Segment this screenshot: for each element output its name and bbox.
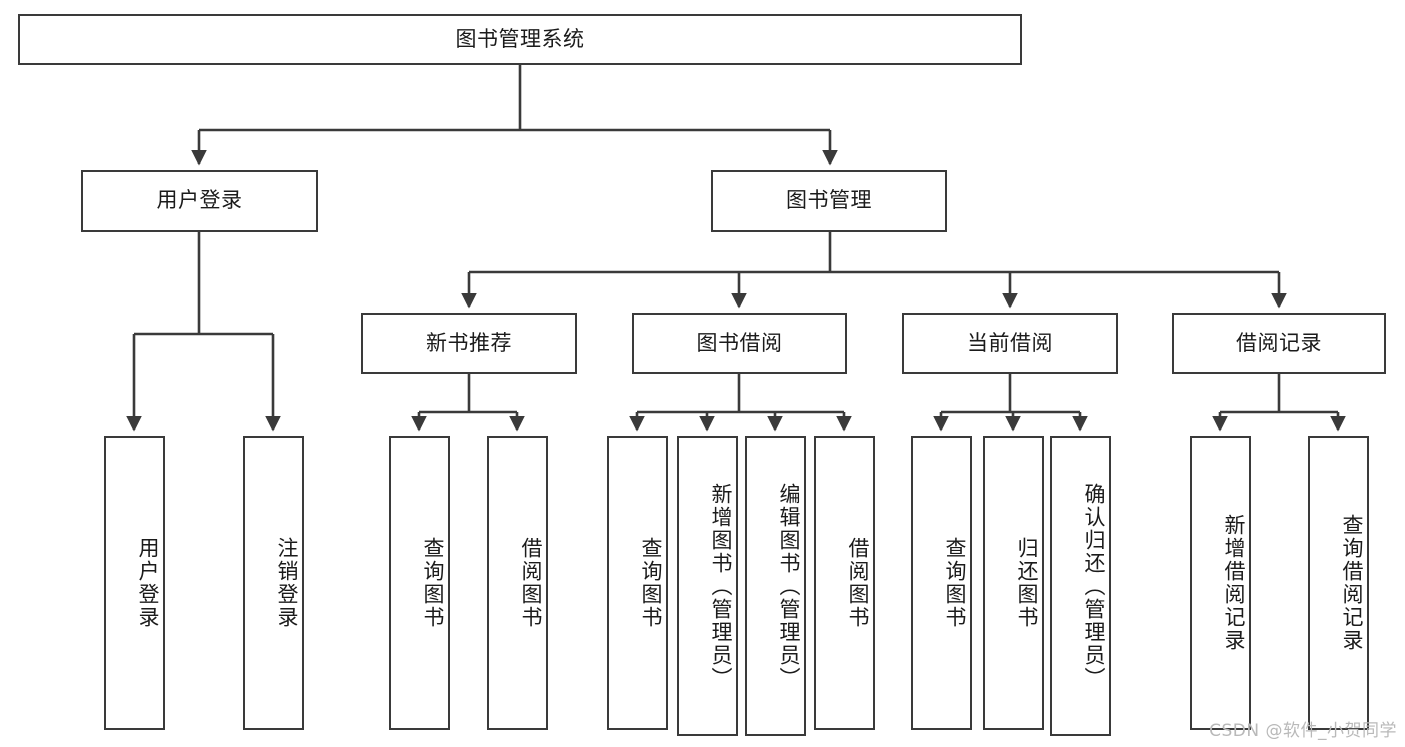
leaf-label: 确认归还（管理员） [1082, 482, 1106, 690]
leaf-newbook-query-books[interactable]: 查询图书 [389, 436, 450, 730]
leaf-label: 借阅图书 [519, 537, 543, 629]
node-root-label: 图书管理系统 [455, 26, 585, 51]
leaf-record-add-record[interactable]: 新增借阅记录 [1190, 436, 1251, 730]
leaf-label: 新增图书（管理员） [709, 482, 733, 690]
leaf-current-query-books[interactable]: 查询图书 [911, 436, 972, 730]
leaf-borrow-query-books[interactable]: 查询图书 [607, 436, 668, 730]
node-borrow-record-label: 借阅记录 [1236, 330, 1322, 355]
node-book-management[interactable]: 图书管理 [711, 170, 947, 232]
leaf-borrow-borrow-books[interactable]: 借阅图书 [814, 436, 875, 730]
node-borrow-record[interactable]: 借阅记录 [1172, 313, 1386, 374]
node-book-borrow[interactable]: 图书借阅 [632, 313, 847, 374]
node-book-management-label: 图书管理 [786, 188, 872, 213]
node-current-borrow-label: 当前借阅 [967, 330, 1053, 355]
node-root[interactable]: 图书管理系统 [18, 14, 1022, 65]
node-book-borrow-label: 图书借阅 [696, 330, 783, 355]
leaf-label: 查询图书 [639, 537, 663, 629]
leaf-record-query-record[interactable]: 查询借阅记录 [1308, 436, 1369, 730]
node-new-book-recommend-label: 新书推荐 [426, 330, 512, 355]
leaf-label: 编辑图书（管理员） [777, 482, 801, 690]
leaf-current-return-books[interactable]: 归还图书 [983, 436, 1044, 730]
leaf-user-login[interactable]: 用户登录 [104, 436, 165, 730]
leaf-label: 查询图书 [421, 537, 445, 629]
node-current-borrow[interactable]: 当前借阅 [902, 313, 1118, 374]
leaf-borrow-add-book-admin[interactable]: 新增图书（管理员） [677, 436, 738, 736]
node-new-book-recommend[interactable]: 新书推荐 [361, 313, 577, 374]
leaf-label: 用户登录 [136, 537, 160, 629]
leaf-borrow-edit-book-admin[interactable]: 编辑图书（管理员） [745, 436, 806, 736]
leaf-newbook-borrow-books[interactable]: 借阅图书 [487, 436, 548, 730]
node-user-login-label: 用户登录 [156, 188, 243, 213]
leaf-current-confirm-return-admin[interactable]: 确认归还（管理员） [1050, 436, 1111, 736]
leaf-logout[interactable]: 注销登录 [243, 436, 304, 730]
leaf-label: 归还图书 [1015, 537, 1039, 629]
leaf-label: 新增借阅记录 [1222, 514, 1246, 652]
leaf-label: 注销登录 [275, 537, 299, 629]
leaf-label: 查询图书 [943, 537, 967, 629]
leaf-label: 查询借阅记录 [1340, 514, 1364, 652]
leaf-label: 借阅图书 [846, 537, 870, 629]
node-user-login[interactable]: 用户登录 [81, 170, 318, 232]
